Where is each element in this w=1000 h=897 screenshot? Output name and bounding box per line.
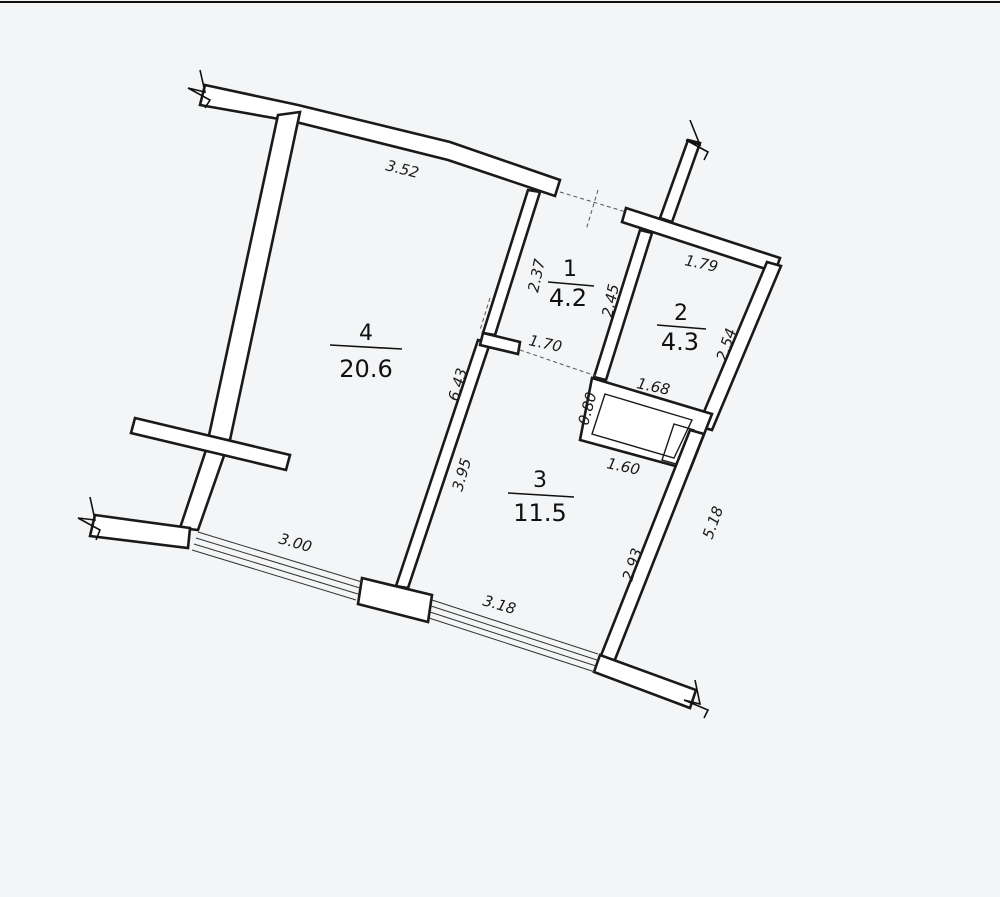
wall-left-stub xyxy=(129,416,292,472)
room-area-4: 20.6 xyxy=(339,355,392,383)
windows xyxy=(191,531,599,673)
wall-top-right-ext xyxy=(658,138,702,224)
break-marks xyxy=(77,69,710,719)
wall-room2-right xyxy=(696,260,783,432)
room-label-2: 2 4.3 xyxy=(656,301,707,356)
dim-1-79: 1.79 xyxy=(683,251,719,276)
dim-5-18: 5.18 xyxy=(699,504,727,542)
dim-3-95: 3.95 xyxy=(449,456,476,493)
room-number-3: 3 xyxy=(533,468,547,493)
room-label-1: 1 4.2 xyxy=(547,257,595,312)
room-area-2: 4.3 xyxy=(661,328,699,356)
dim-2-37: 2.37 xyxy=(524,257,549,294)
dim-1-70: 1.70 xyxy=(527,331,563,356)
wall-bottom-pier xyxy=(356,576,434,624)
doorways xyxy=(479,189,627,377)
wall-room1-room2 xyxy=(592,228,654,382)
window-left xyxy=(191,531,363,601)
break-top-right xyxy=(685,119,710,161)
room-label-4: 4 20.6 xyxy=(329,321,403,383)
dim-1-60: 1.60 xyxy=(605,454,641,479)
wall-left-lower xyxy=(178,448,228,532)
room-number-1: 1 xyxy=(563,257,577,282)
wall-top-left xyxy=(198,83,562,198)
break-top-left xyxy=(187,69,212,109)
room-label-3: 3 11.5 xyxy=(507,468,575,527)
room-number-2: 2 xyxy=(674,301,688,326)
break-left xyxy=(77,496,102,541)
dim-3-00: 3.00 xyxy=(277,530,314,557)
room-number-4: 4 xyxy=(359,321,373,346)
wall-bottom-left-ext xyxy=(88,513,192,550)
bath-inner xyxy=(591,393,693,459)
room-area-1: 4.2 xyxy=(549,284,587,312)
wall-center xyxy=(394,338,492,590)
dim-3-52: 3.52 xyxy=(384,156,421,182)
dim-3-18: 3.18 xyxy=(481,592,518,619)
room-area-3: 11.5 xyxy=(513,499,566,527)
break-bottom-right xyxy=(683,679,710,719)
wall-left-upper xyxy=(206,110,302,442)
wall-bottom-right-ext xyxy=(592,653,698,710)
window-right xyxy=(428,599,599,673)
walls xyxy=(88,83,783,710)
wall-room1-bottom xyxy=(478,331,522,356)
